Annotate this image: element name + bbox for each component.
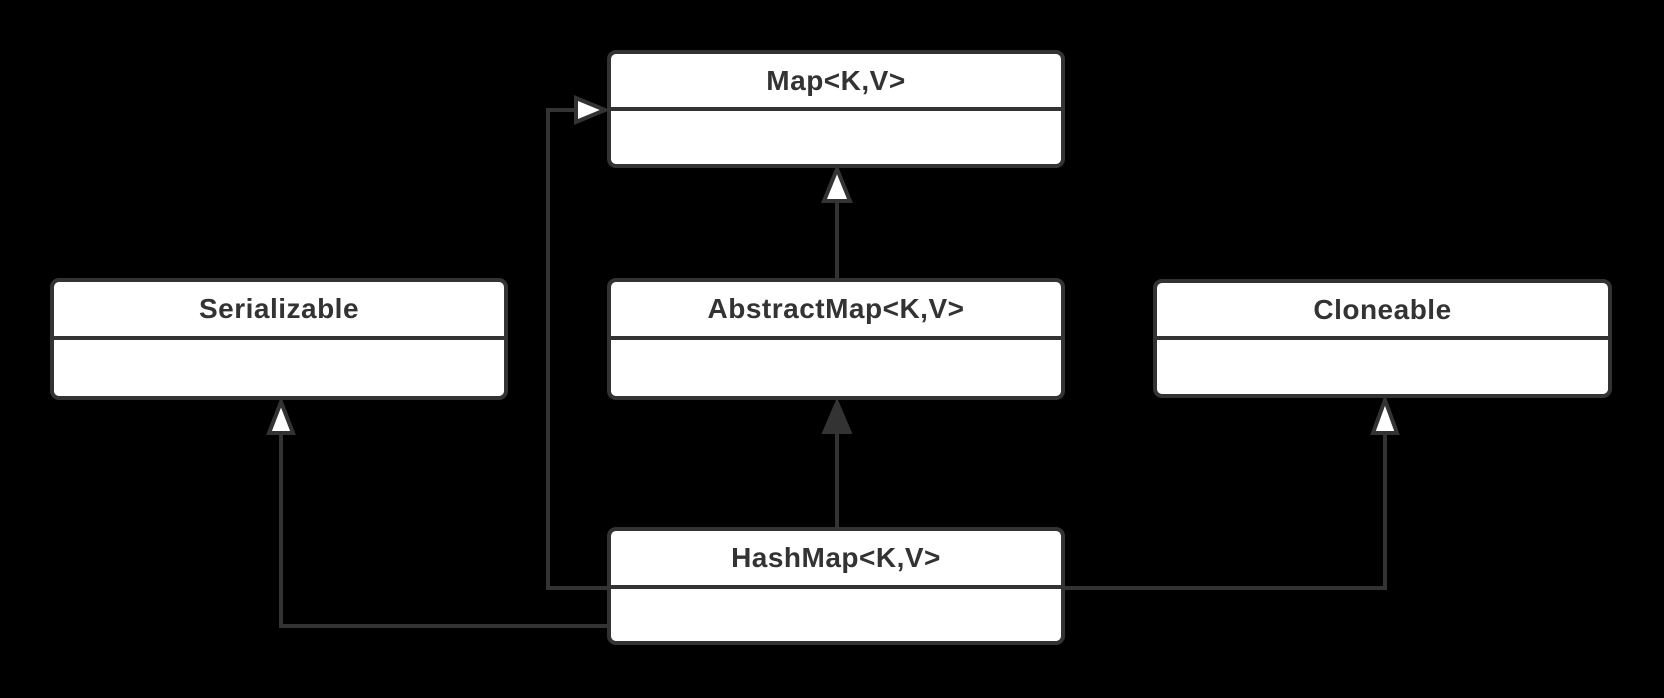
hollow-triangle-arrowhead	[574, 95, 611, 125]
class-members-compartment	[611, 340, 1061, 396]
class-box-map[interactable]: Map<K,V>	[607, 50, 1065, 168]
class-box-cloneable[interactable]: Cloneable	[1153, 279, 1612, 398]
class-box-serializable[interactable]: Serializable	[50, 278, 508, 400]
hollow-triangle-arrowhead	[1370, 394, 1400, 435]
edge-line	[1065, 431, 1387, 590]
class-box-abstractmap[interactable]: AbstractMap<K,V>	[607, 278, 1065, 400]
class-members-compartment	[611, 111, 1061, 164]
filled-triangle-arrowhead	[821, 397, 853, 434]
hollow-triangle-arrowhead	[821, 163, 853, 203]
hollow-triangle-arrowhead	[266, 396, 296, 435]
class-title: HashMap<K,V>	[611, 531, 1061, 589]
class-title: Map<K,V>	[611, 54, 1061, 111]
edge-hashmap-to-cloneable[interactable]	[1065, 394, 1400, 590]
edge-hashmap-to-map[interactable]	[546, 95, 611, 590]
edge-line	[546, 108, 607, 590]
class-title: Serializable	[54, 282, 504, 340]
class-title: AbstractMap<K,V>	[611, 282, 1061, 340]
edge-hashmap-to-abstractmap[interactable]	[821, 397, 853, 527]
class-title: Cloneable	[1157, 283, 1608, 340]
class-members-compartment	[611, 589, 1061, 641]
edge-abstractmap-to-map[interactable]	[821, 163, 853, 278]
class-members-compartment	[54, 340, 504, 396]
edge-hashmap-to-serializable[interactable]	[266, 396, 607, 628]
edge-line	[279, 431, 607, 628]
class-box-hashmap[interactable]: HashMap<K,V>	[607, 527, 1065, 645]
class-members-compartment	[1157, 340, 1608, 394]
